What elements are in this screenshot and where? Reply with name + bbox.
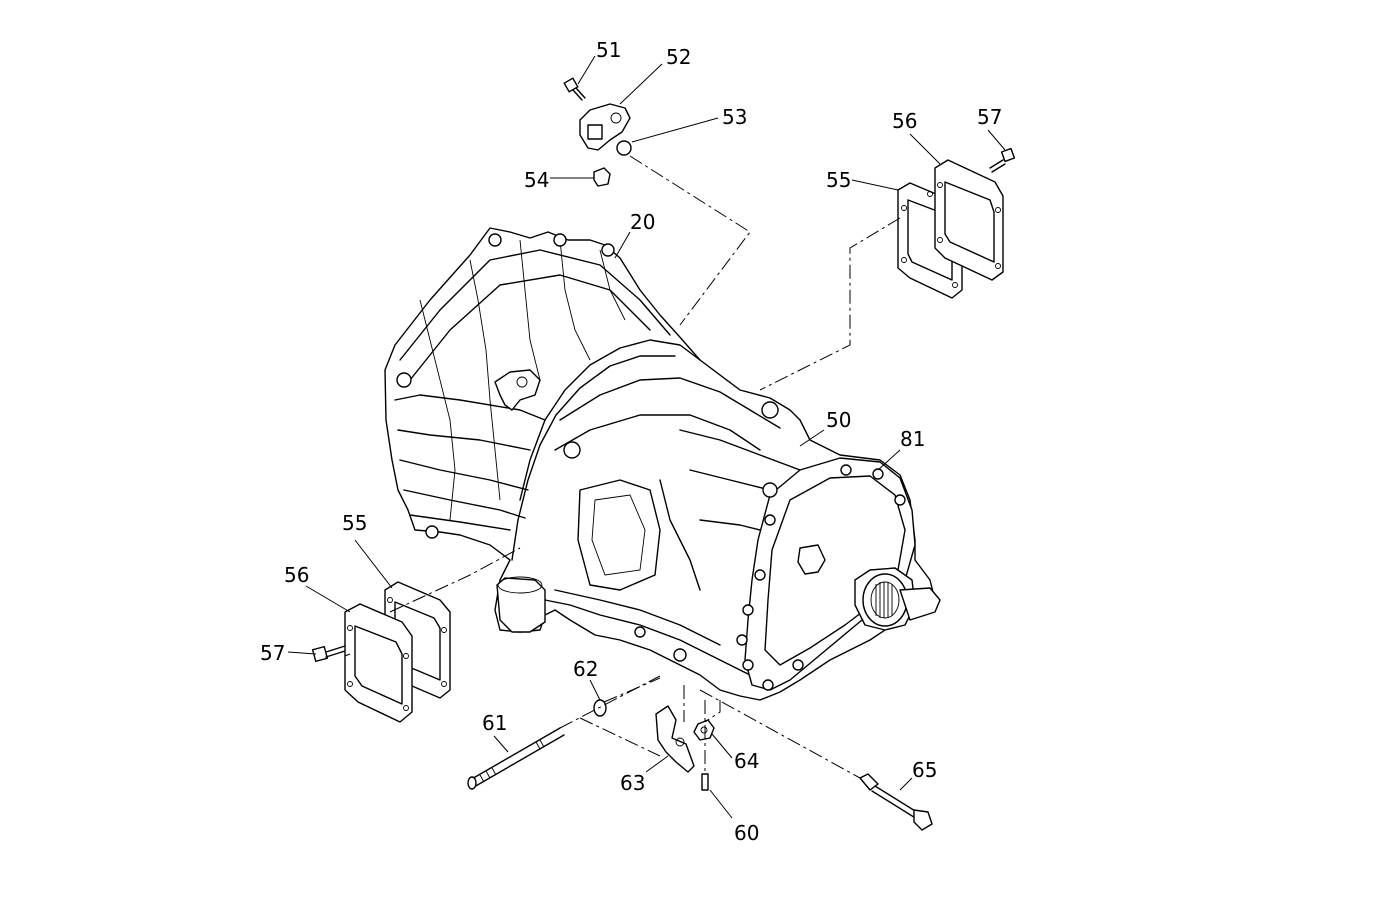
- transmission-case: [384, 227, 941, 701]
- callout-57-top: 57: [977, 105, 1002, 129]
- part-60-pin: [701, 773, 709, 791]
- callout-64: 64: [734, 749, 759, 773]
- callout-61: 61: [482, 711, 507, 735]
- part-53-o-ring: [616, 140, 632, 156]
- callout-56-left: 56: [284, 563, 309, 587]
- part-54-cap: [593, 167, 611, 187]
- callout-53: 53: [722, 105, 747, 129]
- callout-57-left: 57: [260, 641, 285, 665]
- callout-63: 63: [620, 771, 645, 795]
- part-65-rod: [859, 773, 933, 831]
- callout-55-left: 55: [342, 511, 367, 535]
- part-61-shaft: [467, 727, 565, 790]
- callout-62: 62: [573, 657, 598, 681]
- callout-55-top: 55: [826, 168, 851, 192]
- callout-54: 54: [524, 168, 549, 192]
- callout-52: 52: [666, 45, 691, 69]
- part-56-cover-top: [934, 159, 1004, 281]
- part-64-nut: [693, 719, 715, 741]
- callout-56-top: 56: [892, 109, 917, 133]
- callout-60: 60: [734, 821, 759, 845]
- callout-50: 50: [826, 408, 851, 432]
- part-56-cover-left: [344, 603, 413, 723]
- callout-labels: 51 52 53 54 20 56 57 55 50 81 55 56 57 6…: [260, 38, 1002, 845]
- part-51-bolt: [563, 77, 586, 101]
- callout-51: 51: [596, 38, 621, 62]
- callout-65: 65: [912, 758, 937, 782]
- part-57-bolt-top: [989, 147, 1016, 173]
- assembly-lines: [344, 155, 901, 779]
- part-52-sensor: [579, 103, 631, 151]
- part-57-bolt-left: [311, 645, 346, 663]
- callout-81: 81: [900, 427, 925, 451]
- callout-20: 20: [630, 210, 655, 234]
- leader-lines: [287, 55, 1006, 819]
- part-63-lever: [655, 705, 695, 773]
